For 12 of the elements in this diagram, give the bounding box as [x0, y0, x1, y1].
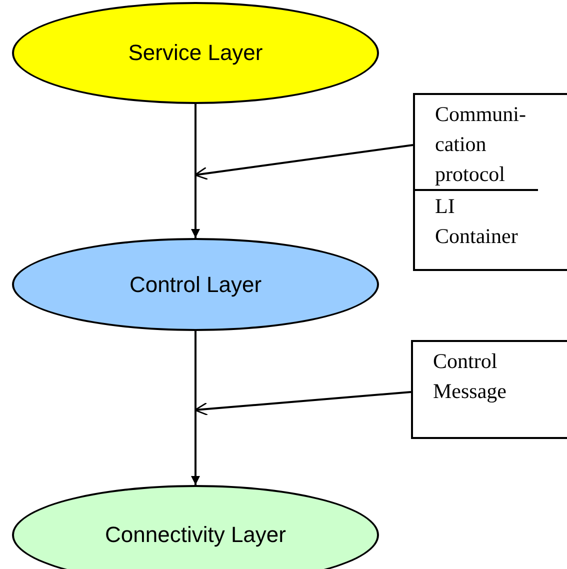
box-text: Control Message: [432, 348, 508, 405]
arrow: [191, 104, 200, 238]
box-text: LI Container: [415, 189, 538, 251]
message-box: [411, 340, 567, 439]
message-box: [413, 93, 567, 271]
layer-label: Connectivity Layer: [105, 522, 286, 548]
leader-arrow: [194, 144, 414, 180]
leader-arrow: [194, 391, 412, 416]
box-text: Communi- cation protocol: [434, 101, 528, 188]
layer-label: Control Layer: [129, 272, 262, 298]
layer-label: Service Layer: [128, 40, 263, 66]
arrow: [191, 331, 200, 485]
